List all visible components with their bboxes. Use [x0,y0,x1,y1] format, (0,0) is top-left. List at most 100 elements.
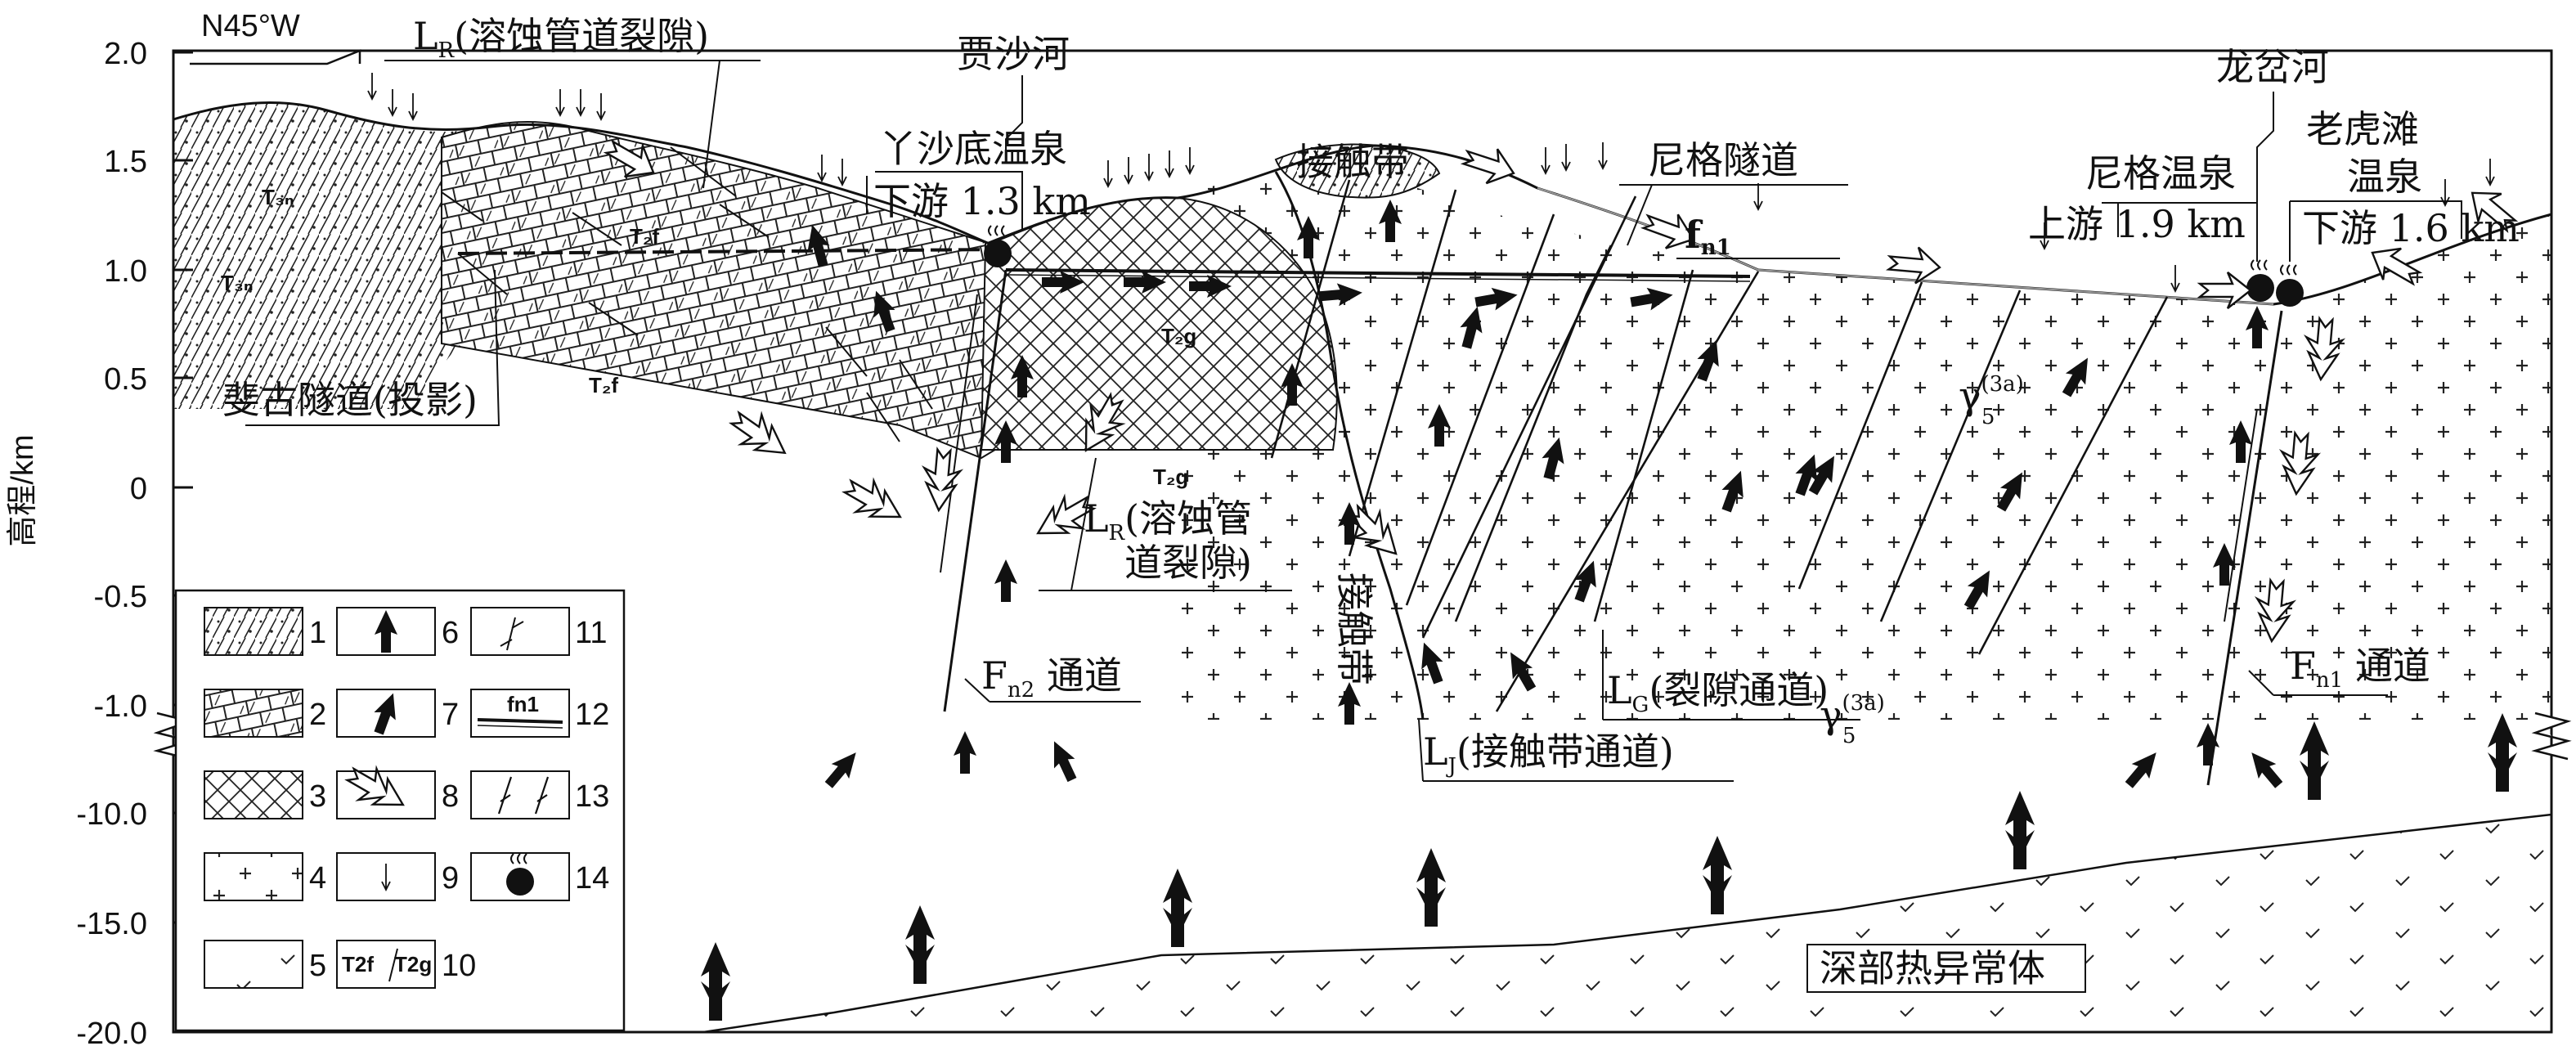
fn1b-sub: n1 [2316,668,2343,693]
legend-10-a: T2f [342,952,374,976]
ytick-2: 1.0 [104,254,147,289]
svg-text:LR(溶蚀管道裂隙): LR(溶蚀管道裂隙) [413,14,709,63]
svg-text:T2g: T2g [394,952,432,976]
yashadi-spring-icon [983,225,1012,268]
legend-12-label: fn1 [507,692,539,716]
svg-text:Fn1 通道: Fn1 通道 [2290,644,2430,693]
svg-text:T2f: T2f [342,952,374,976]
ytick-7: -10.0 [76,797,147,832]
yashadi-spring-label: 丫沙底温泉 [879,127,1067,171]
labels: LR(溶蚀管道裂隙) 贾沙河 丫沙底温泉 下游 1.3 km 接触带 尼格隧道 … [221,14,2520,993]
fn2-sub: n2 [1008,678,1034,703]
jiechudai-side-label: 接触带 [1332,572,1376,685]
legend-num-5: 5 [309,949,326,983]
legend-10-b: T2g [394,952,432,976]
direction-indicator: N45°W [190,9,361,65]
fn1-sub: n1 [1701,236,1731,260]
lg-main: L [1607,668,1632,712]
ytick-6: -1.0 [94,689,147,724]
lg-sub: G [1632,693,1649,717]
deep-heat-anomaly-body [702,813,2553,1034]
laohutan-label-1: 老虎滩 [2306,107,2419,151]
feigu-tunnel [457,248,1007,255]
legend-num-4: 4 [309,861,326,896]
nige-spring-label: 尼格温泉 [2085,151,2236,195]
lj-sub: J [1446,754,1456,779]
lr-top-rest: (溶蚀管道裂隙) [454,14,709,58]
nige-tunnel-line [1005,268,1751,278]
direction-label: N45°W [201,9,300,43]
lj-main: L [1423,730,1448,774]
jiashahe-label: 贾沙河 [957,32,1070,76]
y-axis-label: 高程/km [6,434,40,546]
ytick-9: -20.0 [76,1017,147,1051]
axis-break-right [2531,712,2572,761]
fault-fn2 [943,269,1008,712]
t2f-b-label: T₂f [589,373,618,397]
nige-dist-label: 上游 1.9 km [2028,202,2246,246]
longpenhe-label: 龙岔河 [2216,45,2329,89]
ytick-0: 2.0 [104,37,147,71]
legend-num-11: 11 [575,616,607,650]
gamma-2-sub: 5 [1842,724,1856,748]
jiechudai-top-label: 接触带 [1296,140,1409,184]
y-axis: 2.0 1.5 1.0 0.5 0 -0.5 -1.0 -10.0 -15.0 … [6,37,193,1051]
t2f-a-label: T₂f [630,224,659,249]
fn1b-rest: 通道 [2343,644,2430,688]
ytick-3: 0.5 [104,362,147,397]
ytick-1: 1.5 [104,145,147,179]
t2g-b-label: T₂g [1153,465,1188,489]
fn1b-main: F [2290,644,2316,688]
fault-fn1 [2206,310,2283,786]
yashadi-dist-label: 下游 1.3 km [873,179,1091,223]
lr-mid-line1: (溶蚀管 [1124,496,1252,541]
legend-num-12: 12 [575,698,609,732]
legend-num-6: 6 [442,616,459,650]
legend-num-13: 13 [575,779,609,814]
svg-text:fn1: fn1 [1685,213,1731,260]
fn2-rest: 通道 [1034,653,1122,698]
laohutan-label-2: 温泉 [2347,155,2422,199]
fn2-main: F [981,653,1008,698]
legend-num-7: 7 [442,698,459,732]
nige-tunnel-label: 尼格隧道 [1648,138,1798,182]
legend-num-14: 14 [575,861,609,896]
legend-num-10: 10 [442,949,476,983]
t3n-b-label: T₃ₙ [221,271,254,295]
svg-text:γ(3a)5: γ(3a) 5 [1959,372,2024,429]
legend: 1 2 3 4 5 T2f T2g 6 7 8 9 10 fn1 11 12 [174,589,626,1032]
svg-text:LJ(接触带通道): LJ(接触带通道) [1423,730,1674,779]
laohutan-dist-label: 下游 1.6 km [2302,206,2520,250]
gamma-1: γ [1959,374,1981,418]
lr-mid-sub: R [1109,521,1126,545]
legend-num-8: 8 [442,779,459,814]
t3n-a-label: T₃ₙ [262,185,294,209]
svg-text:LG(裂隙通道): LG(裂隙通道) [1607,668,1829,717]
granite-body [1178,173,2551,720]
svg-text:LR(溶蚀管: LR(溶蚀管 [1084,496,1252,545]
ytick-4: 0 [130,472,147,506]
svg-text:γ(3a)5: γ(3a) 5 [1820,691,1885,748]
gamma-1-sup: (3a) [1981,372,2024,397]
frame [172,49,2553,1034]
gamma-1-sub: 5 [1981,405,1995,429]
legend-num-9: 9 [442,861,459,896]
svg-text:Fn2 通道: Fn2 通道 [981,653,1122,703]
laohutan-spring-icon [2275,264,2304,308]
deep-anomaly-label: 深部热异常体 [1820,946,2045,990]
gamma-2-sup: (3a) [1842,691,1885,716]
nige-spring-icon [2246,259,2275,303]
ytick-8: -15.0 [76,907,147,941]
t2g-a-label: T₂g [1161,324,1196,348]
fn1-main: f [1685,213,1703,257]
legend-num-1: 1 [309,616,326,650]
gamma-2: γ [1820,693,1842,737]
t3n-layer [173,102,507,410]
lr-top-main: L [413,14,438,58]
lr-top-sub: R [438,38,456,63]
lj-rest: (接触带通道) [1456,730,1674,774]
feigu-tunnel-label: 斐古隧道(投影) [222,378,478,422]
legend-num-2: 2 [309,698,326,732]
ytick-5: -0.5 [94,580,147,614]
legend-num-3: 3 [309,779,326,814]
